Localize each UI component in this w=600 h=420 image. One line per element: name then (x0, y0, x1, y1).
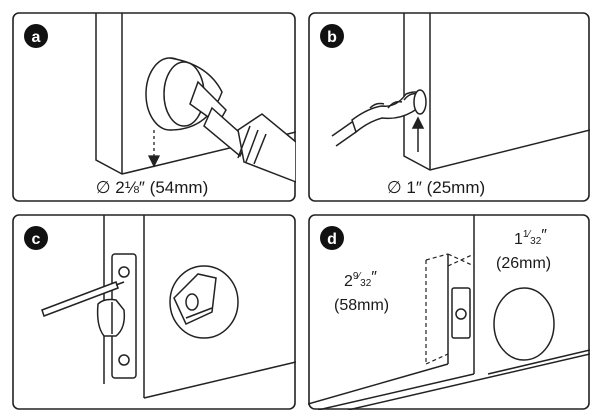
latch-mortise (451, 287, 471, 339)
drill-position-arrow (147, 130, 161, 168)
hole-saw-drill (145, 57, 296, 183)
panel-a: a ∅ 2⅛″ (54mm) (12, 12, 296, 202)
panel-b: b ∅ 1″ (25mm) (308, 12, 590, 202)
door-jamb (308, 215, 590, 410)
badge-a: a (24, 24, 48, 48)
caption-diameter-a: ∅ 2⅛″ (54mm) (96, 178, 208, 197)
edge-dimension-label: 11⁄32″ (514, 227, 547, 248)
svg-text:c: c (32, 231, 41, 248)
backset-dimension-label: 29⁄32″ (344, 269, 377, 290)
panel-d: 29⁄32″ (58mm) 11⁄32″ (26mm) d (308, 214, 590, 410)
caption-diameter-b: ∅ 1″ (25mm) (387, 178, 485, 197)
svg-text:d: d (327, 231, 337, 248)
edge-metric-label: (26mm) (496, 255, 551, 272)
bore-hole (169, 265, 239, 339)
badge-c: c (24, 226, 48, 250)
backset-dimension-lines (425, 253, 475, 365)
svg-text:b: b (327, 29, 337, 46)
svg-text:a: a (32, 29, 41, 46)
bore-hole (493, 287, 555, 361)
spade-drill-bit (331, 89, 427, 147)
door-edge (103, 215, 296, 399)
badge-b: b (320, 24, 344, 48)
door-edge (403, 13, 590, 171)
badge-d: d (320, 226, 344, 250)
up-arrow (411, 116, 425, 152)
door-edge (95, 13, 296, 175)
backset-metric-label: (58mm) (334, 297, 389, 314)
panel-c: c (12, 214, 296, 410)
screwdriver (41, 281, 125, 317)
